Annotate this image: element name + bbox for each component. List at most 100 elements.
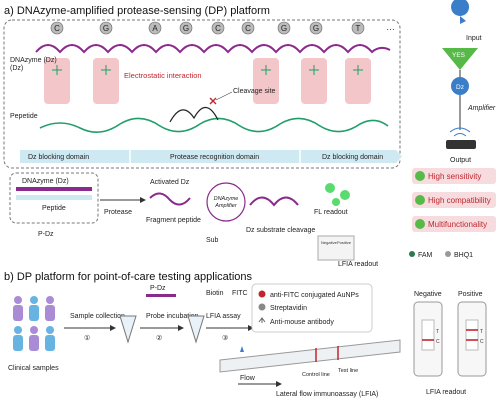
base: G: [99, 21, 113, 35]
domain-bar: [20, 150, 396, 163]
cleavage-site-label: Cleavage site: [233, 88, 276, 95]
highlight-box: [253, 58, 279, 104]
domain-bar-tip: [396, 150, 402, 163]
bhq1-label: BHQ1: [454, 252, 473, 259]
base-letter: G: [313, 24, 319, 33]
tube-1: [119, 315, 137, 344]
dz-label: DNAzyme (Dz): [10, 57, 57, 64]
flow-output: Output: [450, 157, 471, 164]
base: A: [148, 21, 162, 35]
feature-list: High sensitivity High compatibility Mult…: [412, 168, 496, 232]
pdz-box: [9, 172, 99, 224]
interaction-highlights: [44, 58, 371, 104]
step1-label: Sample collection: [70, 313, 125, 320]
dz-label-abbrev: (Dz): [10, 65, 23, 72]
panel-a-title: a) DNAzyme-amplified protease-sensing (D…: [4, 5, 270, 17]
base-letter: C: [54, 24, 60, 33]
yes-gate: [442, 48, 478, 70]
droplet-icon: [240, 346, 244, 352]
wifi-icon: [449, 127, 471, 137]
router-icon: [446, 140, 476, 149]
domain-left-label: Dz blocking domain: [28, 154, 89, 161]
activated-dz: [149, 192, 191, 206]
interaction-glyphs: [52, 65, 363, 75]
base: G: [309, 21, 323, 35]
highlight-box: [93, 58, 119, 104]
fl-dot: [325, 183, 335, 193]
lfia-readout-label: LFIA readout: [338, 261, 378, 268]
base-letter: C: [215, 24, 221, 33]
base-letter: T: [356, 24, 361, 33]
lfia-device: [317, 235, 355, 261]
base-letter: G: [281, 24, 287, 33]
protease-label: Protease: [104, 209, 132, 216]
lfia-device-pos: Positive: [337, 240, 352, 245]
feature-text: High sensitivity: [428, 172, 481, 181]
cleavage-leader: [215, 91, 233, 101]
bhq1-dot: [445, 251, 451, 257]
step1-num: ①: [84, 334, 90, 342]
flow-input: Input: [466, 35, 482, 42]
electrostatic-label: Electrostatic interaction: [124, 71, 202, 80]
base: C: [241, 21, 255, 35]
legend-aunp: anti-FITC conjugated AuNPs: [270, 292, 359, 299]
activated-dz-label: Activated Dz: [150, 179, 190, 186]
lfia-title: Lateral flow immunoassay (LFIA): [276, 391, 378, 398]
feature-box: [412, 168, 496, 184]
highlight-box: [345, 58, 371, 104]
protease-icon: [451, 0, 470, 24]
panel-b-title: b) DP platform for point-of-care testing…: [4, 271, 253, 283]
fl-readout-label: FL readout: [314, 209, 348, 216]
peptide-chain: [39, 117, 389, 133]
highlight-box: [44, 58, 70, 104]
pos-t: T: [480, 329, 483, 335]
feature-text: High compatibility: [428, 196, 491, 205]
base: G: [277, 21, 291, 35]
legend-streptavidin: Streptavidin: [270, 305, 307, 312]
control-line-label: Control line: [302, 372, 330, 378]
base-letter: C: [245, 24, 251, 33]
aunp-icon: [258, 290, 266, 298]
arrow-head: [178, 325, 184, 331]
step2-num: ②: [156, 334, 162, 342]
peptide-label: Pepetide: [10, 113, 38, 120]
amplifier-circle: [206, 182, 246, 222]
negative-window: [421, 319, 435, 351]
pdz-label: P-Dz: [38, 231, 54, 238]
feature-text: Multifunctionality: [428, 220, 487, 229]
antibody-icon: [258, 317, 266, 323]
lfia-strip: [219, 339, 401, 373]
dna-backbone: [35, 44, 391, 54]
step3-label: LFIA assay: [206, 313, 241, 320]
neg-t: T: [436, 329, 439, 335]
pos-c: C: [480, 339, 484, 345]
fl-dot: [332, 198, 340, 206]
tube-2: [187, 315, 205, 344]
flow-arrow-head: [276, 381, 282, 387]
base: G: [179, 21, 193, 35]
step2-label: Probe incubation: [146, 313, 199, 320]
arrow-head: [140, 197, 146, 203]
base-letter: G: [103, 24, 109, 33]
pdz-dnazyme-label: DNAzyme (Dz): [22, 178, 69, 185]
dz-strand: [16, 187, 92, 191]
cleavage-label: Dz substrate cleavage: [246, 227, 315, 234]
amplifier-word2: Amplifier: [214, 203, 238, 209]
positive-window: [465, 319, 479, 351]
base: C: [211, 21, 225, 35]
fl-dot: [340, 190, 350, 200]
arrow-head: [248, 325, 254, 331]
cleavage-marker: [209, 97, 217, 105]
step3-num: ③: [222, 334, 228, 342]
neg-c: C: [436, 339, 440, 345]
domain-right-label: Dz blocking domain: [322, 154, 383, 161]
pdz-strand-b: [146, 294, 176, 297]
domain-mid-label: Protease recognition domain: [170, 154, 259, 161]
reagent-legend: [251, 283, 373, 333]
fam-label: FAM: [418, 252, 433, 259]
substrate-strand: [249, 196, 299, 207]
lfia-readout-b: LFIA readout: [426, 389, 466, 396]
feature-box: [412, 192, 496, 208]
